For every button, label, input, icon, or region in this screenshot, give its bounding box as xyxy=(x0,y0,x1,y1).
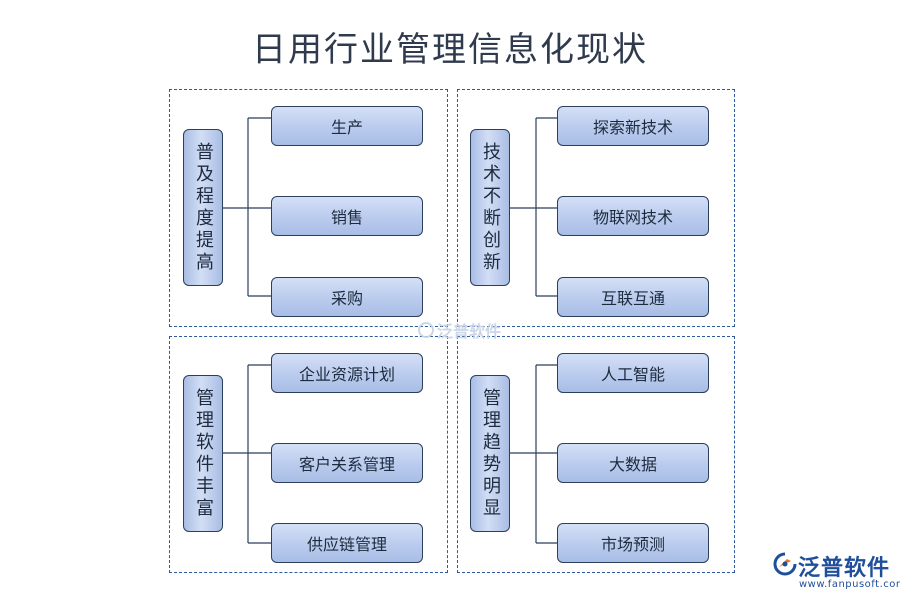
item-box-purchasing: 采购 xyxy=(271,277,423,317)
item-label: 采购 xyxy=(330,289,363,308)
brand-name: 泛普软件 xyxy=(798,556,891,581)
item-label: 人工智能 xyxy=(600,365,665,384)
item-box-erp: 企业资源计划 xyxy=(271,353,423,393)
item-label: 大数据 xyxy=(608,455,657,474)
category-label: 普及程度提高 xyxy=(193,141,214,274)
watermark-logo-icon xyxy=(418,322,434,338)
item-label: 供应链管理 xyxy=(306,535,387,554)
item-box-production: 生产 xyxy=(271,106,423,146)
panel-innovation xyxy=(457,89,735,327)
item-label: 企业资源计划 xyxy=(298,365,395,384)
item-box-market-forecast: 市场预测 xyxy=(557,523,709,563)
diagram-title: 日用行业管理信息化现状 xyxy=(252,30,648,70)
category-box-popularization: 普及程度提高 xyxy=(183,129,223,286)
item-box-sales: 销售 xyxy=(271,196,423,236)
item-box-explore-tech: 探索新技术 xyxy=(557,106,709,146)
item-label: 互联互通 xyxy=(600,289,665,308)
watermark: 泛普软件 xyxy=(418,318,501,342)
item-label: 销售 xyxy=(330,208,363,227)
panel-trend xyxy=(457,336,735,573)
panel-software xyxy=(169,336,448,573)
item-label: 市场预测 xyxy=(600,535,665,554)
category-box-trend: 管理趋势明显 xyxy=(470,375,510,532)
item-box-iot: 物联网技术 xyxy=(557,196,709,236)
category-label: 管理软件丰富 xyxy=(193,387,214,520)
item-box-crm: 客户关系管理 xyxy=(271,443,423,483)
item-box-scm: 供应链管理 xyxy=(271,523,423,563)
brand-logo-icon xyxy=(773,552,797,576)
category-box-software: 管理软件丰富 xyxy=(183,375,223,532)
item-box-ai: 人工智能 xyxy=(557,353,709,393)
brand-url: www.fanpusoft.com xyxy=(799,579,900,590)
item-label: 客户关系管理 xyxy=(298,455,395,474)
item-label: 物联网技术 xyxy=(592,208,673,227)
watermark-text: 泛普软件 xyxy=(437,322,502,341)
brand-logo: 泛普软件 www.fanpusoft.com xyxy=(773,550,900,596)
item-box-big-data: 大数据 xyxy=(557,443,709,483)
item-box-interconnection: 互联互通 xyxy=(557,277,709,317)
panel-popularization xyxy=(169,89,448,327)
category-label: 管理趋势明显 xyxy=(480,387,501,520)
item-label: 生产 xyxy=(330,118,363,137)
category-box-innovation: 技术不断创新 xyxy=(470,129,510,286)
category-label: 技术不断创新 xyxy=(480,141,501,274)
item-label: 探索新技术 xyxy=(592,118,673,137)
